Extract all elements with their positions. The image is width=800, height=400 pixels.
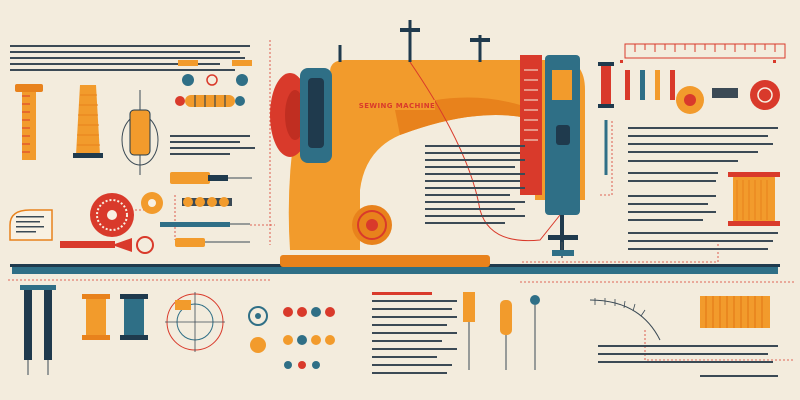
text-block-top-left [10,45,250,71]
needle-set-icon [20,285,56,375]
connector-lines [8,40,795,361]
needle-threader-icon [170,172,252,184]
seam-ripper-icon [160,222,250,247]
measurement-arc-icon [589,298,661,341]
fan-dial-icon [60,236,154,254]
thread-cone-large-icon [728,172,780,226]
text-block-right-top [628,127,778,250]
machine-brand-label: SEWING MACHINE [359,102,435,110]
sewing-machine-icon: SEWING MACHINE [10,20,780,274]
thread-cone-icon [73,85,103,158]
stitch-dial-icon [248,306,268,353]
measuring-tape-icon [624,43,786,59]
bottom-heading-strip [372,292,432,295]
bobbin-case-icon [121,90,159,175]
thread-spool-icon [598,62,614,175]
text-block-bottom-right [598,345,778,377]
pattern-diagram-icon [165,292,225,352]
text-block-left-mid [170,135,255,155]
thread-spool-row [625,70,780,114]
thread-spool-bottom-icon [82,294,148,340]
gauge-row-top [178,60,252,86]
tension-spring-icon [175,95,245,107]
side-stripe-icons [620,60,776,63]
thread-rack-icon [700,296,770,328]
needle-icon [463,292,540,370]
bobbin-icon [182,197,232,207]
bottom-text-left [372,300,457,374]
gear-icon [90,192,163,237]
pincushion-icon [9,209,53,241]
measuring-ruler-icon [15,84,43,160]
color-swatch-grid [283,307,335,369]
